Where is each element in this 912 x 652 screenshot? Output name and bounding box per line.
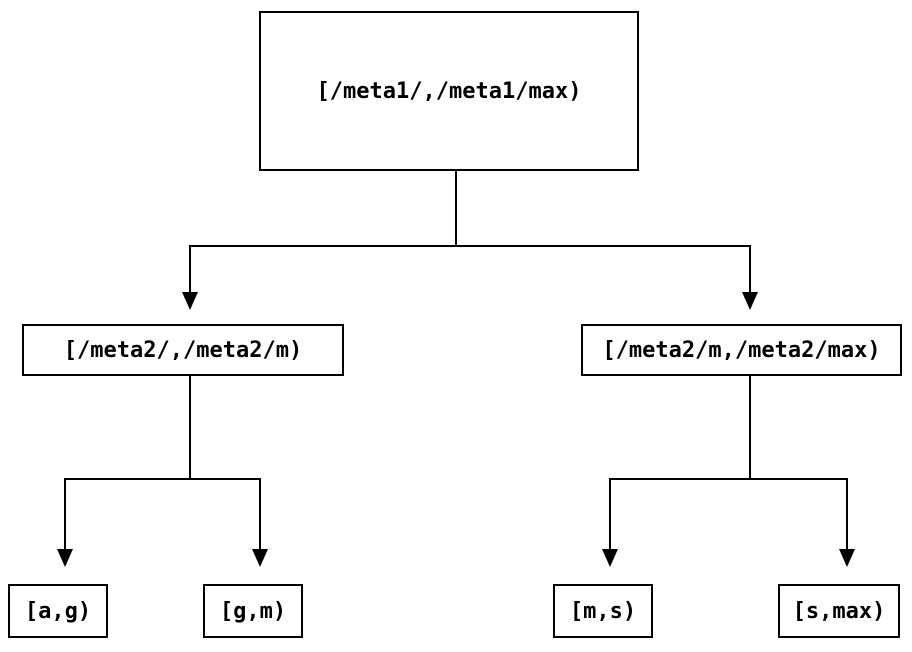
edge-meta2-high-to-children [602,376,855,567]
arrowhead-meta2-high [742,292,758,310]
node-leaf-m-s: [m,s) [553,584,653,638]
arrowhead-leaf-gm [252,549,268,567]
arrowhead-leaf-ag [57,549,73,567]
node-root-label: [/meta1/,/meta1/max) [316,78,582,104]
node-root-range: [/meta1/,/meta1/max) [259,11,639,171]
node-meta2-low-range: [/meta2/,/meta2/m) [22,324,344,376]
node-leaf-s-max-label: [s,max) [792,598,886,624]
node-meta2-low-label: [/meta2/,/meta2/m) [63,337,303,363]
node-leaf-a-g-label: [a,g) [24,598,92,624]
arrowhead-leaf-smax [839,549,855,567]
node-leaf-g-m: [g,m) [203,584,303,638]
arrowhead-leaf-ms [602,549,618,567]
node-meta2-high-range: [/meta2/m,/meta2/max) [581,324,902,376]
edge-root-to-children [182,171,758,310]
arrowhead-meta2-low [182,292,198,310]
edge-meta2-low-to-children [57,376,268,567]
node-leaf-s-max: [s,max) [778,584,900,638]
node-leaf-g-m-label: [g,m) [219,598,287,624]
node-leaf-a-g: [a,g) [8,584,108,638]
node-meta2-high-label: [/meta2/m,/meta2/max) [602,337,881,363]
node-leaf-m-s-label: [m,s) [569,598,637,624]
